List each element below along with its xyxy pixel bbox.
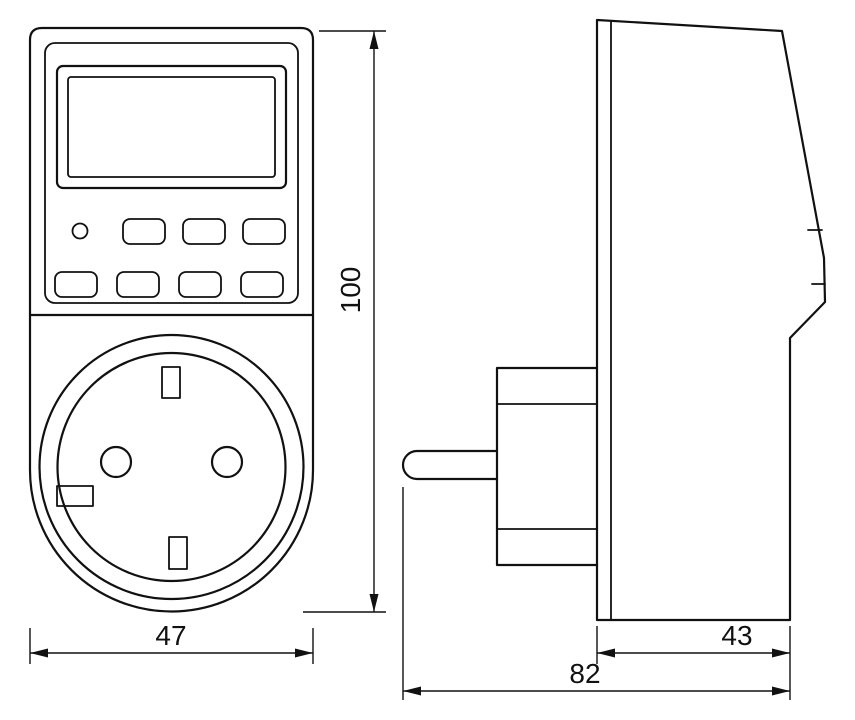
timer-button bbox=[240, 271, 284, 298]
dimension-body-depth: 43 bbox=[596, 620, 791, 700]
socket-pin-hole-right bbox=[210, 445, 244, 479]
socket-front bbox=[38, 333, 305, 601]
timer-button bbox=[54, 271, 98, 298]
front-body-outline bbox=[28, 26, 315, 613]
timer-button bbox=[122, 218, 166, 245]
plug-pin bbox=[401, 449, 499, 481]
plug-body-outline bbox=[495, 366, 599, 567]
dimension-overall-depth-label: 82 bbox=[569, 658, 600, 689]
socket-recess-circle bbox=[56, 351, 287, 583]
socket-outer-circle bbox=[38, 333, 305, 601]
dimension-height: 100 bbox=[303, 30, 386, 613]
lcd-screen bbox=[67, 76, 276, 178]
dimensions: 100 47 43 82 bbox=[29, 30, 791, 700]
socket-slot-left bbox=[56, 485, 94, 507]
front-view bbox=[28, 26, 315, 613]
front-face-panel bbox=[44, 42, 299, 304]
led-indicator bbox=[71, 222, 89, 240]
plug-side bbox=[401, 366, 599, 567]
timer-button bbox=[116, 271, 160, 298]
dimension-height-label: 100 bbox=[335, 267, 366, 314]
timer-button bbox=[242, 218, 286, 245]
dimension-width: 47 bbox=[29, 620, 314, 664]
button-row-top bbox=[122, 218, 286, 245]
dimension-overall-depth: 82 bbox=[402, 487, 790, 700]
side-body-outline bbox=[595, 18, 827, 622]
dimension-width-label: 47 bbox=[155, 620, 186, 651]
lcd-bezel bbox=[55, 64, 288, 190]
dimension-body-depth-label: 43 bbox=[721, 620, 752, 651]
timer-button bbox=[182, 218, 226, 245]
side-view bbox=[401, 18, 827, 622]
socket-slot-bottom bbox=[168, 536, 188, 570]
socket-pin-hole-left bbox=[99, 445, 133, 479]
timer-button bbox=[178, 271, 222, 298]
button-row-bottom bbox=[54, 271, 284, 298]
socket-slot-top bbox=[161, 366, 181, 399]
